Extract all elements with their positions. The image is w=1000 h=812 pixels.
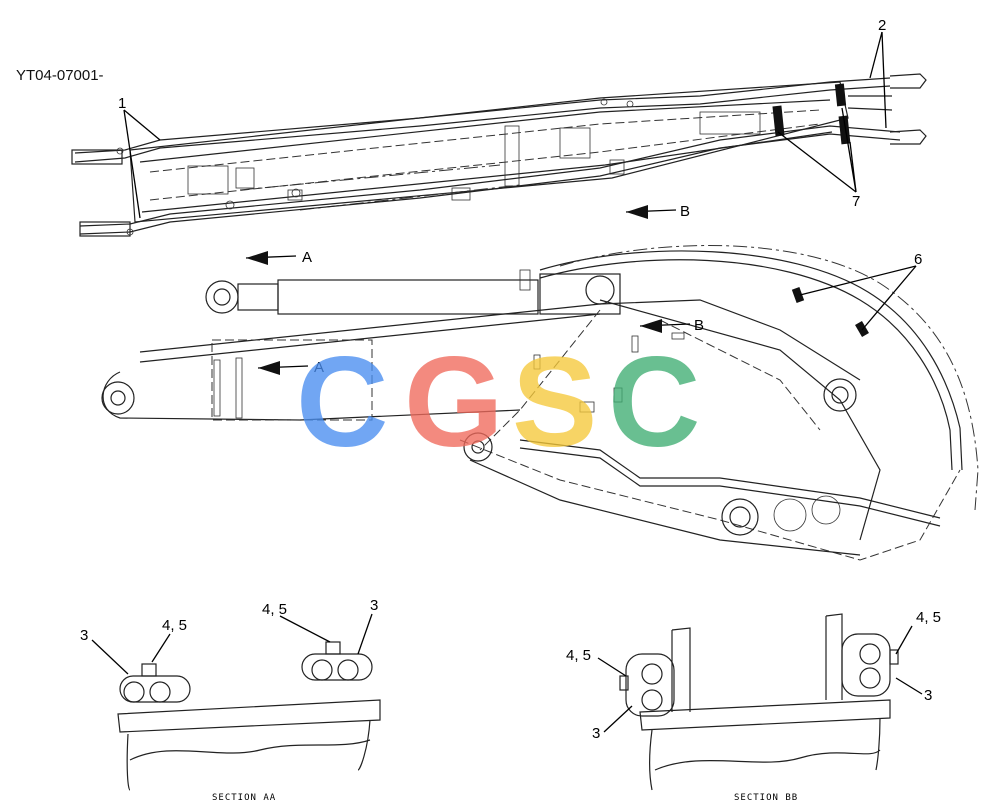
- view-arrow-a-mid: [257, 361, 309, 375]
- callout-3-aa-right: 3: [370, 597, 378, 614]
- callout-6: 6: [914, 251, 922, 268]
- callout-2: 2: [878, 17, 886, 34]
- callout-45-aa-right: 4, 5: [262, 601, 287, 618]
- boom-side-view: [101, 245, 979, 561]
- watermark-letter-s: S: [512, 331, 597, 474]
- cgsc-watermark-logo: C G S C: [296, 331, 700, 474]
- view-label-a-mid: A: [314, 359, 324, 376]
- drawing-code: YT04-07001-: [16, 67, 104, 84]
- view-arrow-b-mid: [639, 319, 691, 333]
- callout-45-bb-right: 4, 5: [916, 609, 941, 626]
- stick-top-view: [71, 73, 927, 237]
- callout-3-aa-left: 3: [80, 627, 88, 644]
- watermark-letter-c2: C: [608, 331, 700, 474]
- callout-7: 7: [852, 193, 860, 210]
- callout-3-bb-right: 3: [924, 687, 932, 704]
- section-aa-title: SECTION AA: [212, 793, 276, 803]
- view-arrow-a-top: [245, 251, 297, 265]
- callout-3-bb-left: 3: [592, 725, 600, 742]
- callout-1: 1: [118, 95, 126, 112]
- view-label-b-top: B: [680, 203, 690, 220]
- section-bb-title: SECTION BB: [734, 793, 798, 803]
- view-arrow-b-top: [625, 205, 677, 219]
- callout-45-aa-left: 4, 5: [162, 617, 187, 634]
- callout-45-bb-left: 4, 5: [566, 647, 591, 664]
- callout-leaders: [123, 31, 917, 331]
- section-bb-view: [597, 613, 923, 791]
- section-aa-view: [91, 613, 381, 791]
- view-label-a-top: A: [302, 249, 312, 266]
- watermark-letter-c1: C: [296, 331, 388, 474]
- view-label-b-mid: B: [694, 317, 704, 334]
- watermark-letter-g: G: [404, 331, 504, 474]
